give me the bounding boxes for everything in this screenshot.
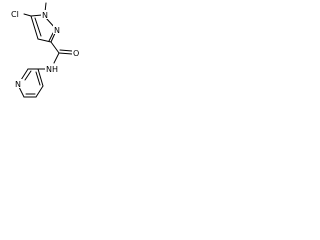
o-atom-label: O bbox=[73, 49, 79, 58]
nh-atom-label: NH bbox=[46, 65, 58, 74]
bond-c4-c5-double bbox=[34, 17, 42, 37]
bond-carbonyl-o bbox=[58, 52, 73, 55]
n2-label-bg bbox=[53, 25, 61, 34]
bond-py-c2-n-double bbox=[24, 70, 32, 81]
bond-py-c5-c4 bbox=[35, 85, 44, 98]
bond-c5-n1 bbox=[30, 14, 43, 17]
n1-label-bg bbox=[41, 10, 49, 19]
nh-label-bg bbox=[45, 64, 59, 73]
cl-label-bg bbox=[10, 9, 23, 18]
bond-c3-carbonyl bbox=[50, 41, 60, 54]
bond-py-n-c6 bbox=[18, 86, 25, 98]
cl-atom-label: Cl bbox=[11, 10, 19, 19]
bond-py-c2-n bbox=[20, 68, 29, 81]
bond-carbonyl-nh bbox=[53, 52, 60, 64]
chemical-structure-diagram: Cl N N O NH N bbox=[10, 2, 80, 98]
pyridine-n-label-bg bbox=[14, 79, 22, 88]
bond-py-c4-c3-double bbox=[35, 71, 41, 86]
bond-carbonyl-o-double bbox=[59, 49, 73, 52]
bond-c3-c4 bbox=[37, 38, 52, 43]
bond-c5-cl bbox=[23, 13, 32, 17]
bond-c4-c5 bbox=[30, 15, 39, 40]
o-label-bg bbox=[72, 48, 80, 57]
bond-py-c4-c3 bbox=[37, 68, 44, 87]
n2-atom-label: N bbox=[54, 26, 60, 35]
n1-atom-label: N bbox=[42, 11, 48, 20]
pyridine-n-atom-label: N bbox=[15, 80, 21, 89]
bond-n2-c3-double bbox=[48, 32, 54, 42]
